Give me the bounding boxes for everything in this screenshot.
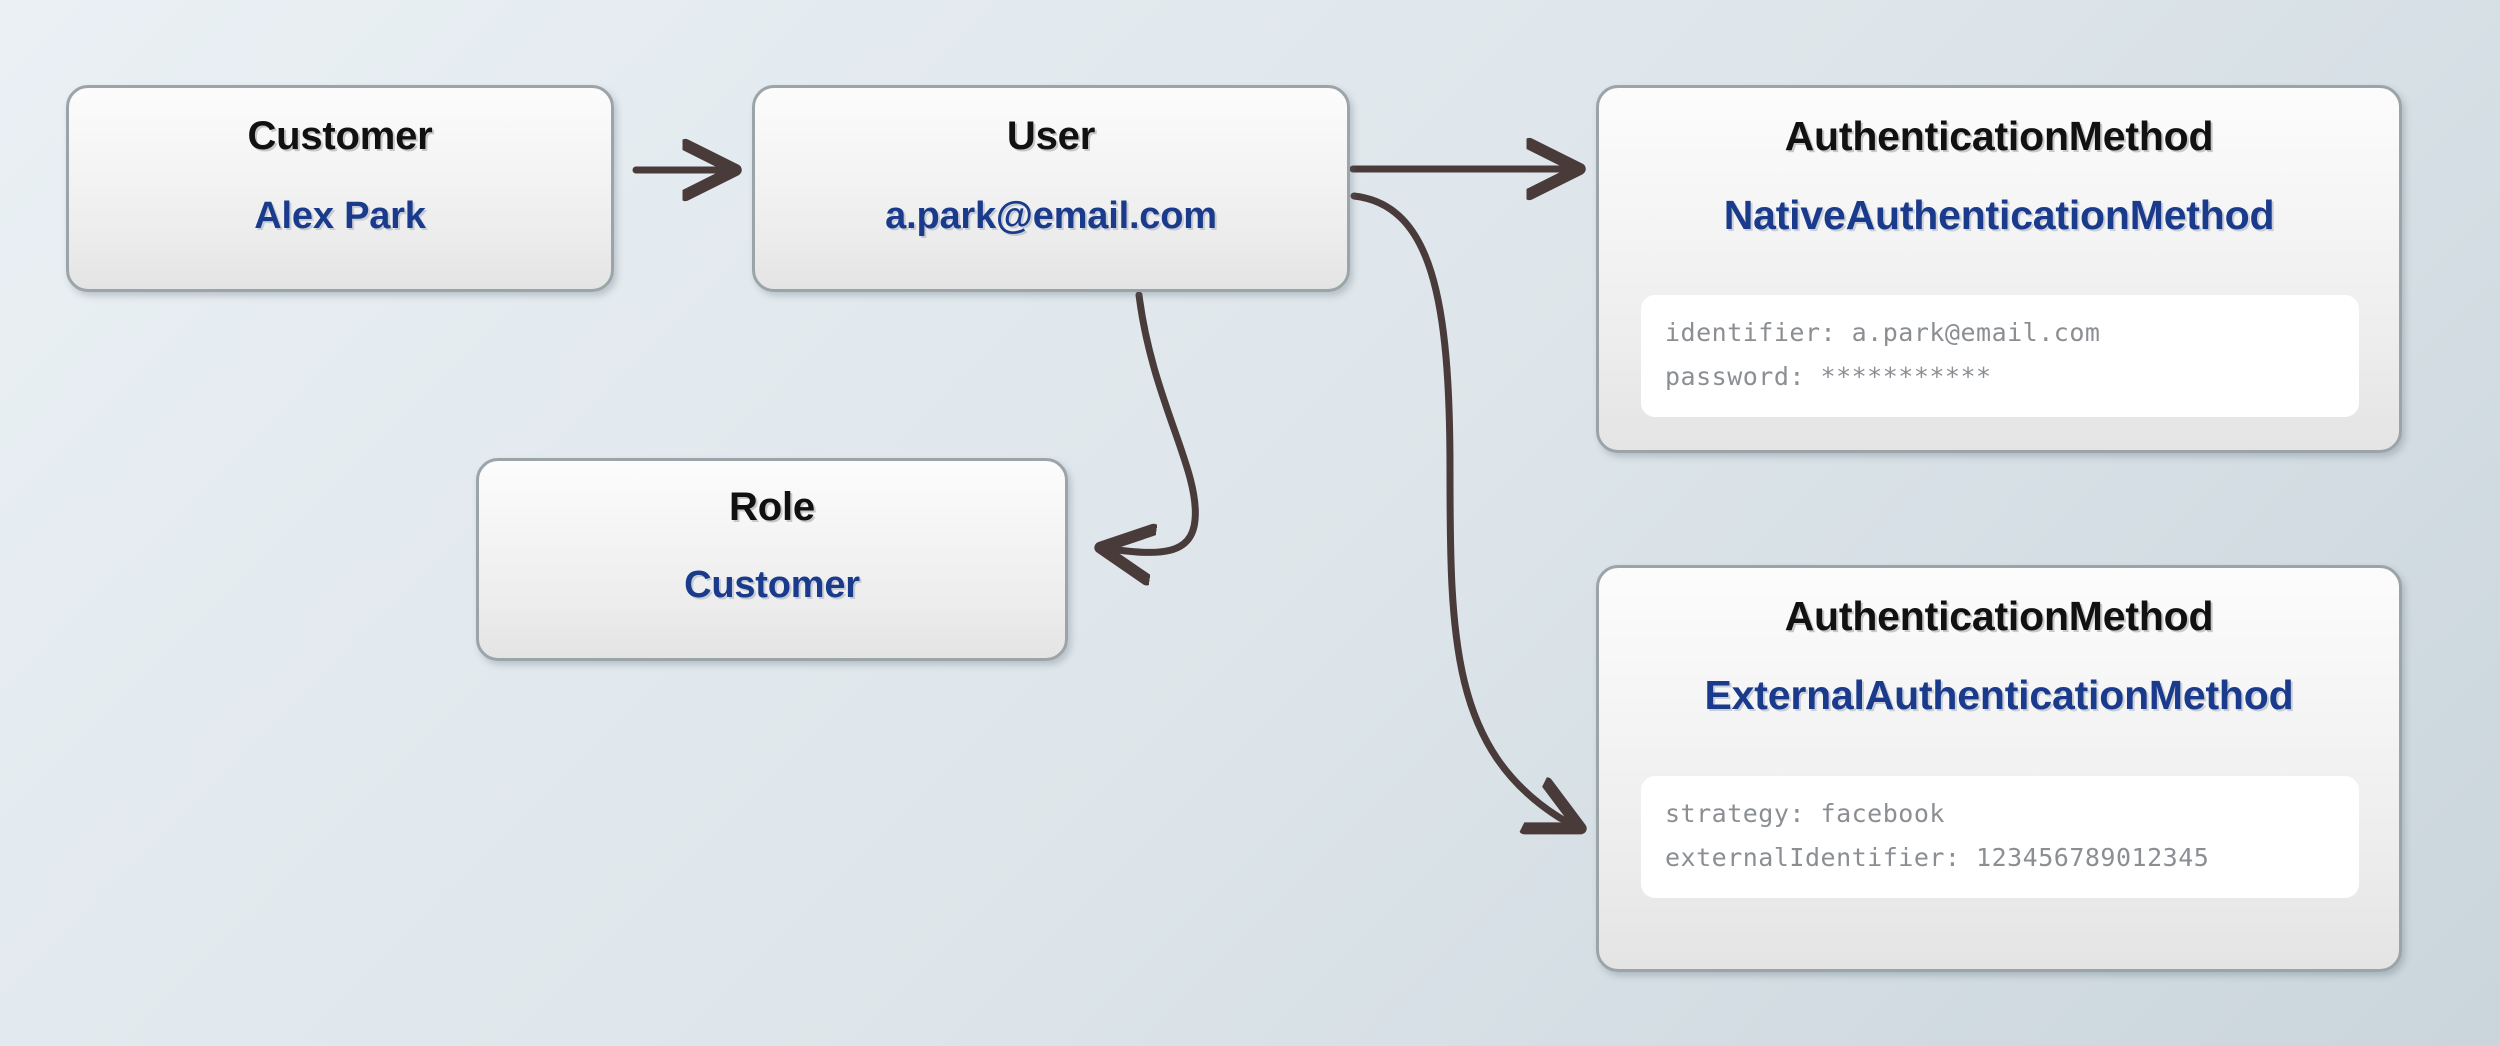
node-native-auth-title: AuthenticationMethod xyxy=(1784,113,2214,159)
detail-external-identifier: externalIdentifier: 123456789012345 xyxy=(1665,843,2210,872)
external-auth-detail-panel: strategy: facebook externalIdentifier: 1… xyxy=(1641,776,2359,898)
edge-user-to-external-auth xyxy=(1350,192,1572,824)
node-customer-subtitle: Alex Park xyxy=(254,195,426,237)
node-user[interactable]: User a.park@email.com xyxy=(752,85,1350,292)
node-customer[interactable]: Customer Alex Park xyxy=(66,85,614,292)
edge-user-to-role xyxy=(1110,291,1199,552)
node-role-subtitle: Customer xyxy=(684,564,860,606)
node-role[interactable]: Role Customer xyxy=(476,458,1068,661)
node-user-subtitle: a.park@email.com xyxy=(885,195,1217,237)
node-role-title: Role xyxy=(729,485,815,529)
node-external-auth-subtitle: ExternalAuthenticationMethod xyxy=(1704,672,2294,718)
node-external-auth-title: AuthenticationMethod xyxy=(1784,593,2214,639)
node-customer-title: Customer xyxy=(247,114,433,158)
node-external-auth-method[interactable]: AuthenticationMethod ExternalAuthenticat… xyxy=(1596,565,2402,972)
node-native-auth-subtitle: NativeAuthenticationMethod xyxy=(1723,192,2275,238)
node-native-auth-method[interactable]: AuthenticationMethod NativeAuthenticatio… xyxy=(1596,85,2402,453)
detail-identifier: identifier: a.park@email.com xyxy=(1665,318,2101,347)
native-auth-detail-panel: identifier: a.park@email.com password: *… xyxy=(1641,295,2359,417)
detail-password: password: *********** xyxy=(1665,362,1992,391)
detail-strategy: strategy: facebook xyxy=(1665,799,1945,828)
node-user-title: User xyxy=(1006,114,1096,158)
